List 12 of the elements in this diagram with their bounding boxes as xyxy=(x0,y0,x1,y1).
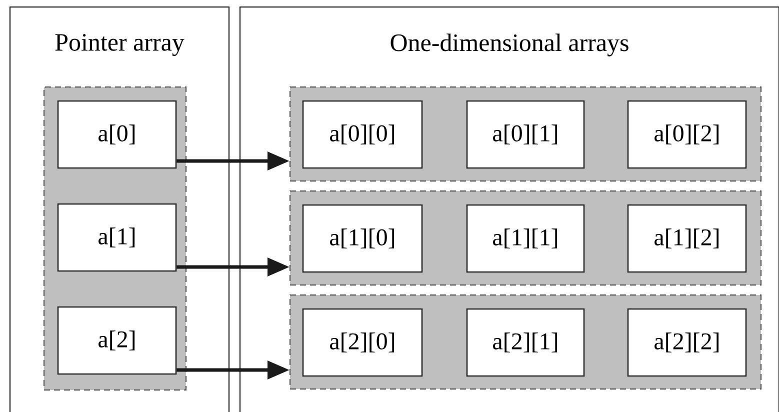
array-cell: a[2][0] xyxy=(302,308,423,377)
array-cell: a[0][0] xyxy=(302,100,423,169)
array-cell: a[1][2] xyxy=(627,204,747,273)
array-cell: a[0][1] xyxy=(466,100,585,169)
array-cell: a[0] xyxy=(57,100,177,169)
array-cell: a[1][0] xyxy=(302,204,423,273)
array-cell: a[2][1] xyxy=(466,308,585,377)
array-cell: a[1] xyxy=(57,203,177,272)
array-cell: a[0][2] xyxy=(627,100,747,169)
array-cell: a[2][2] xyxy=(627,308,747,377)
array-cell: a[2] xyxy=(57,306,177,375)
array-cell: a[1][1] xyxy=(466,204,585,273)
